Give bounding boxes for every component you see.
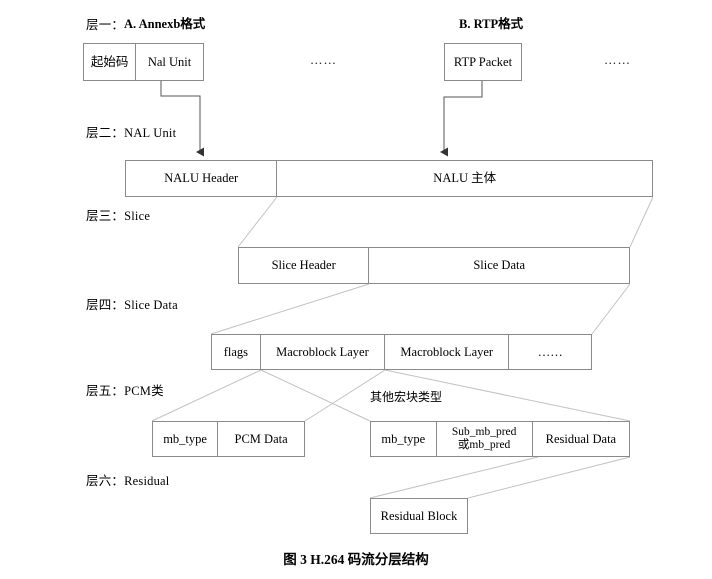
box-slice-data: flags Macroblock Layer Macroblock Layer … xyxy=(211,334,592,370)
cell-pcm-mb-type: mb_type xyxy=(153,422,219,456)
layer-label-4: 层四：Slice Data xyxy=(86,298,178,312)
label-other-macroblock-types: 其他宏块类型 xyxy=(370,390,443,404)
box-slice: Slice Header Slice Data xyxy=(238,247,630,284)
column-title-rtp: B. RTP格式 xyxy=(459,17,524,31)
guides-mb1-to-pcm xyxy=(151,369,386,422)
layer-label-2: 层二：NAL Unit xyxy=(86,126,177,140)
arrow-rtp-to-nalu xyxy=(440,81,483,157)
layer-label-5: 层五：PCM类 xyxy=(86,384,164,398)
layer-label-1: 层一： xyxy=(86,18,125,32)
box-pcm-macroblock: mb_type PCM Data xyxy=(152,421,305,457)
box-nal-unit: NALU Header NALU 主体 xyxy=(125,160,653,197)
guides-slice-to-slicedata xyxy=(210,283,631,335)
cell-rtp-packet: RTP Packet xyxy=(453,54,513,69)
figure-caption: 图 3 H.264 码流分层结构 xyxy=(283,552,429,567)
cell-slice-header: Slice Header xyxy=(239,248,370,283)
layer-label-6: 层六：Residual xyxy=(86,474,170,488)
cell-sub-mb-pred: Sub_mb_pred 或mb_pred xyxy=(437,422,533,456)
cell-nalu-body: NALU 主体 xyxy=(433,171,497,186)
cell-residual-data: Residual Data xyxy=(545,431,617,446)
guides-mb2-to-othermb xyxy=(260,369,631,422)
column-title-annexb: A. Annexb格式 xyxy=(124,17,206,31)
cell-start-code: 起始码 xyxy=(84,44,137,80)
cell-flags: flags xyxy=(212,335,261,369)
cell-macroblock-layer-1: Macroblock Layer xyxy=(261,335,386,369)
cell-slice-data: Slice Data xyxy=(473,258,526,273)
guides-nalu-to-slice xyxy=(237,196,654,248)
ellipsis-annexb: …… xyxy=(310,53,337,67)
cell-other-mb-type: mb_type xyxy=(371,422,437,456)
cell-macroblock-layer-2: Macroblock Layer xyxy=(385,335,510,369)
cell-nalu-header: NALU Header xyxy=(126,161,278,196)
box-residual-block: Residual Block xyxy=(370,498,468,534)
arrow-nalunit-to-nalu xyxy=(160,81,204,157)
cell-nal-unit: Nal Unit xyxy=(147,54,192,69)
layer-label-3: 层三：Slice xyxy=(86,209,151,223)
cell-macroblock-ellipsis: …… xyxy=(537,344,563,359)
box-rtp-packet: RTP Packet xyxy=(444,43,522,81)
guides-residual xyxy=(369,456,631,499)
box-annexb-packet: 起始码 Nal Unit xyxy=(83,43,204,81)
cell-residual-block: Residual Block xyxy=(380,508,458,523)
ellipsis-rtp: …… xyxy=(604,53,631,67)
box-other-macroblock: mb_type Sub_mb_pred 或mb_pred Residual Da… xyxy=(370,421,630,457)
cell-pcm-data: PCM Data xyxy=(234,431,288,446)
